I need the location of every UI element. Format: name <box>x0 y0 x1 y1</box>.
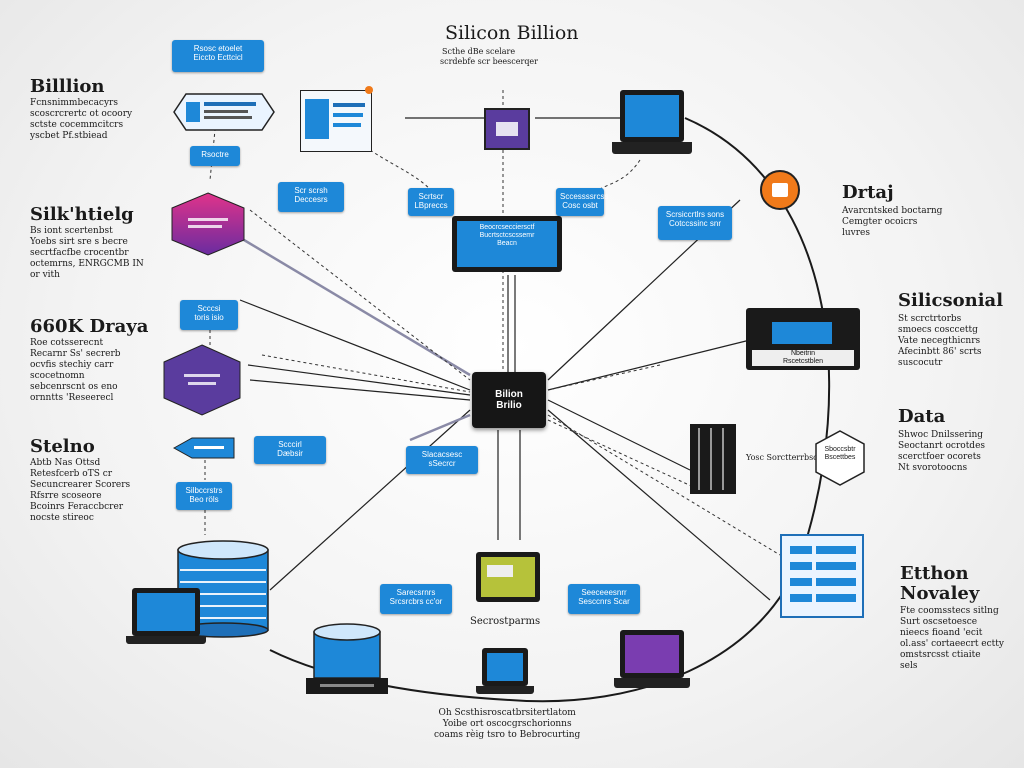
right-section-4-body: Fte coomsstecs sitlng Surt oscsetoesce n… <box>900 606 1004 671</box>
laptop-bottom-right-icon <box>620 630 684 678</box>
rack-icon <box>690 424 736 494</box>
tag-left-3: Scccsi toris isio <box>180 300 238 330</box>
storage-drum-icon <box>306 623 388 694</box>
tag-mid-left-1: Scr scrsh Deccesrs <box>278 182 344 212</box>
document-stack-icon <box>780 534 864 618</box>
tag-mid-right: Scrsiccrtlrs sons Cotccssinc snr <box>658 206 732 240</box>
server-unit-icon: Nbeitrin Rscetcstblen <box>746 308 860 370</box>
rack-label: Yosc Sorctterrbsc <box>746 453 818 462</box>
bottom-monitor-icon <box>476 552 540 602</box>
right-section-4-heading: Etthon Novaley <box>900 563 980 604</box>
tag-mid-3: Sccessssrcss Cosc osbt <box>556 188 608 216</box>
left-section-3-body: Roe cotsserecnt Recarnr Ss' secrerb ocvf… <box>30 338 121 403</box>
laptop-top-right-icon <box>620 90 684 142</box>
left-section-2-heading: Silk'htielg <box>30 204 134 225</box>
tag-left-2: Rsoctre <box>190 146 240 166</box>
tag-top-left: Rsosc etoelet Eiccto Ecttcicl <box>172 40 264 72</box>
thick-links <box>243 238 471 442</box>
right-section-2-heading: Silicsonial <box>898 290 1004 311</box>
right-section-3-body: Shwoc Dnilssering Seoctanrt ocrotdes sce… <box>898 430 986 473</box>
outer-ring <box>269 117 831 703</box>
tag-bottom-right: Seeceeesnrr Sesccnrs Scar <box>568 584 640 614</box>
monitor-center-text: Beocrcsecciersctf Bucrtsctcscssemr Beacn <box>457 221 557 267</box>
laptop-top-right-base <box>612 142 692 154</box>
center-monitor-icon: Beocrcsecciersctf Bucrtsctcscssemr Beacn <box>452 216 562 272</box>
right-section-1-body: Avarcntsked boctarng Cemgter ocoicrs luv… <box>842 206 943 238</box>
right-section-2-body: St scrctrtorbs smoecs cosccettg Vate nec… <box>898 314 982 368</box>
tag-mid-1: Slacacsesc sSecrcr <box>406 446 478 474</box>
page-title: Silicon Billion <box>445 22 579 44</box>
laptop-bottom-right-base <box>614 678 690 688</box>
hexagon-node-icon <box>815 430 865 486</box>
pink-hexagon-icon <box>171 192 245 256</box>
purple-hexagon-icon <box>163 344 241 416</box>
tag-mid-2: Scrtscr LBpreccs <box>408 188 454 216</box>
tag-mid-left-2: Scccirl Dæbsir <box>254 436 326 464</box>
right-section-3-heading: Data <box>898 406 946 427</box>
central-hub: Bilion Brilio <box>472 372 546 428</box>
laptop-left-base <box>126 636 206 644</box>
bottom-caption: Oh Scsthisroscatbrsitertlatom Yoibe ort … <box>434 708 581 740</box>
tag-bottom-left: Sarecsrnrs Srcsrcbrs cc'or <box>380 584 452 614</box>
document-window-icon <box>300 86 373 152</box>
left-section-2-body: Bs iont scertenbst Yoebs sirt sre s becr… <box>30 226 144 280</box>
diamond-tag-icon <box>172 437 235 459</box>
left-section-4-heading: Stelno <box>30 436 95 457</box>
bottom-center-label: Secrostparms <box>470 616 541 627</box>
left-section-3-heading: 660K Draya <box>30 316 149 337</box>
right-section-1-heading: Drtaj <box>842 182 894 203</box>
server-label: Nbeitrin Rscetcstblen <box>752 350 854 366</box>
orange-node-icon <box>760 170 800 210</box>
small-laptop-icon <box>482 648 528 686</box>
left-section-1-heading: Billlion <box>30 76 105 97</box>
left-section-1-body: Fcnsnimmbecacyrs scoscrcrertc ot ocoory … <box>30 98 133 141</box>
left-section-4-body: Abtb Nas Ottsd Retesfcerb oTS cr Secuncr… <box>30 458 131 523</box>
laptop-left-icon <box>132 588 200 636</box>
tag-left-4: Silbccrstrs Beo röls <box>176 482 232 510</box>
page-subtitle-line2: scrdebfe scr beescerqer <box>440 57 538 66</box>
purple-chip-icon <box>484 108 530 150</box>
small-laptop-base <box>476 686 534 694</box>
browser-window-icon <box>173 93 275 131</box>
hexagon-node-label: Sboccsbtr Bscettbes <box>824 446 856 461</box>
page-subtitle-line1: Scthe dBe scelare <box>442 47 516 56</box>
